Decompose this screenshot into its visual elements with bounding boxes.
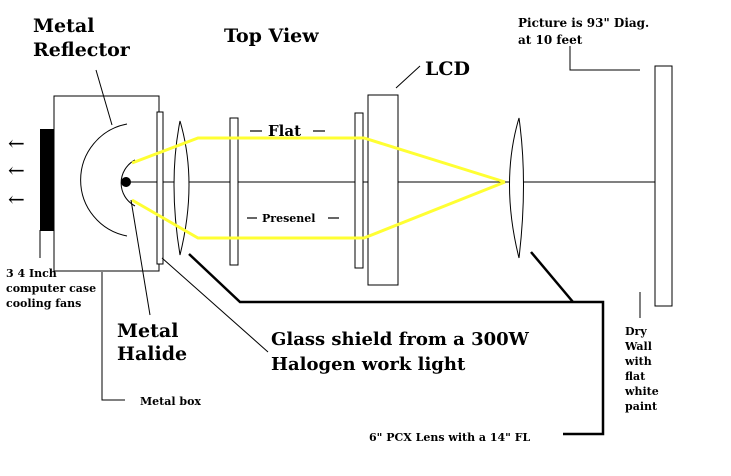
- screen-wall: [654, 65, 673, 307]
- lcd-panel: [367, 94, 399, 286]
- fans-label-2: computer case: [6, 282, 96, 295]
- reflector-outer: [80, 123, 128, 237]
- light-beam-bottom: [131, 180, 506, 240]
- metal-halide-leader: [130, 199, 151, 316]
- picture-leader: [569, 46, 640, 71]
- picture-label-1: Picture is 93" Diag.: [518, 16, 649, 30]
- cooling-fan-block: [40, 129, 54, 231]
- glass-shield-label-2: Halogen work light: [271, 354, 466, 375]
- metal-box-label: Metal box: [140, 395, 201, 408]
- wall-label-1: Dry: [625, 325, 647, 338]
- wall-label-6: paint: [625, 400, 658, 413]
- wall-label-4: flat: [625, 370, 646, 383]
- projection-lens: [509, 117, 524, 259]
- picture-label-2: at 10 feet: [518, 33, 583, 47]
- lens-label: 6" PCX Lens with a 14" FL: [369, 431, 531, 444]
- glass-shield-leader: [161, 257, 269, 353]
- fan-arrow-1: ←: [8, 131, 25, 155]
- fan-arrow-3: ←: [8, 187, 25, 211]
- metal-halide-label-1: Metal: [117, 320, 178, 342]
- flat-label: Flat: [268, 122, 301, 140]
- metal-reflector-label-2: Reflector: [33, 39, 131, 61]
- metal-halide-label-2: Halide: [117, 343, 187, 365]
- lcd-label: LCD: [425, 58, 470, 80]
- glass-shield-label-1: Glass shield from a 300W: [271, 329, 530, 350]
- lens-leader: [188, 253, 605, 436]
- metal-box-leader: [101, 272, 125, 401]
- wall-label-5: white: [624, 385, 659, 398]
- fans-label-3: cooling fans: [6, 297, 81, 310]
- condenser-lens: [173, 120, 190, 256]
- light-beam-top: [131, 136, 506, 184]
- fans-label-1: 3 4 Inch: [6, 267, 57, 280]
- presenel-label: Presenel: [262, 212, 315, 225]
- wall-label-2: Wall: [624, 340, 652, 353]
- flat-plate: [229, 117, 239, 266]
- fan-arrow-2: ←: [8, 158, 25, 182]
- metal-box: [53, 95, 160, 272]
- fresnel-plate: [354, 112, 364, 269]
- diagram-title: Top View: [224, 25, 319, 47]
- lcd-leader: [395, 65, 421, 89]
- wall-label-3: with: [624, 355, 652, 368]
- metal-reflector-leader: [95, 69, 113, 126]
- metal-reflector-label-1: Metal: [33, 15, 94, 37]
- lens-leader-2: [530, 251, 574, 303]
- glass-shield: [156, 111, 164, 265]
